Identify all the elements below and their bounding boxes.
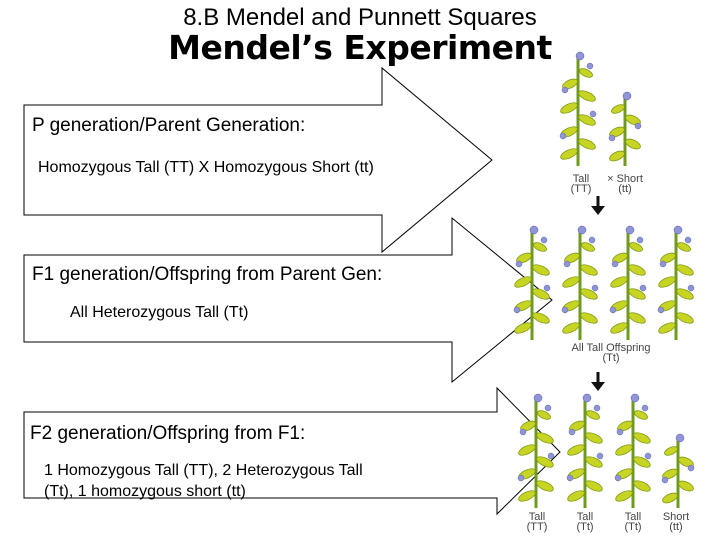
f2-generation-arrow xyxy=(23,386,561,516)
f2-caption-2: Tall (Tt) xyxy=(566,511,604,533)
f2-plant-tall-tt xyxy=(515,392,557,510)
caption-line: All Tall Offspring xyxy=(571,342,651,354)
caption-line: (tt) xyxy=(669,521,683,533)
caption-line: Tall xyxy=(572,173,590,185)
f1-caption: All Tall Offspring (Tt) xyxy=(556,342,666,364)
f2-plant-short-tt xyxy=(659,432,697,510)
caption-line: (TT) xyxy=(526,521,548,533)
caption-line: Tall xyxy=(624,511,642,523)
caption-line: (Tt) xyxy=(602,352,620,364)
tall-parent-plant xyxy=(557,50,599,168)
f2-plant-tall-tt-het xyxy=(612,392,654,510)
caption-line: Short xyxy=(662,511,690,523)
f2-generation-detail-line2: (Tt), 1 homozygous short (tt) xyxy=(44,483,246,500)
caption-line: Tall xyxy=(576,511,594,523)
p-generation-detail: Homozygous Tall (TT) X Homozygous Short … xyxy=(38,159,374,176)
caption-line: (Tt) xyxy=(624,521,642,533)
f2-generation-heading: F2 generation/Offspring from F1: xyxy=(30,423,306,444)
f1-plant xyxy=(655,224,697,342)
short-parent-plant xyxy=(606,90,644,168)
f1-generation-detail: All Heterozygous Tall (Tt) xyxy=(70,304,249,321)
f2-generation-detail-line1: 1 Homozygous Tall (TT), 2 Heterozygous T… xyxy=(44,462,363,479)
page-subtitle: 8.B Mendel and Punnett Squares xyxy=(183,4,537,31)
p-caption-short: × Short (tt) xyxy=(600,173,650,195)
f2-caption-4: Short (tt) xyxy=(656,511,696,533)
p-generation-arrow xyxy=(23,66,493,254)
caption-line: × Short xyxy=(607,173,643,185)
f1-plant xyxy=(559,224,601,342)
f2-caption-3: Tall (Tt) xyxy=(614,511,652,533)
caption-line: (Tt) xyxy=(576,521,594,533)
f1-plant xyxy=(511,224,553,342)
p-caption-tall: Tall (TT) xyxy=(560,173,602,195)
caption-line: Tall xyxy=(528,511,546,523)
p-to-f1-arrow xyxy=(589,194,607,217)
f2-plant-tall-tt-het xyxy=(564,392,606,510)
f1-generation-arrow xyxy=(23,216,553,384)
f1-to-f2-arrow xyxy=(589,370,607,393)
caption-line: (tt) xyxy=(618,183,632,195)
caption-line: (TT) xyxy=(570,183,592,195)
f2-caption-1: Tall (TT) xyxy=(518,511,556,533)
f1-plant xyxy=(607,224,649,342)
p-generation-heading: P generation/Parent Generation: xyxy=(32,115,306,136)
page-title: Mendel’s Experiment xyxy=(168,28,552,67)
f1-generation-heading: F1 generation/Offspring from Parent Gen: xyxy=(32,264,383,285)
